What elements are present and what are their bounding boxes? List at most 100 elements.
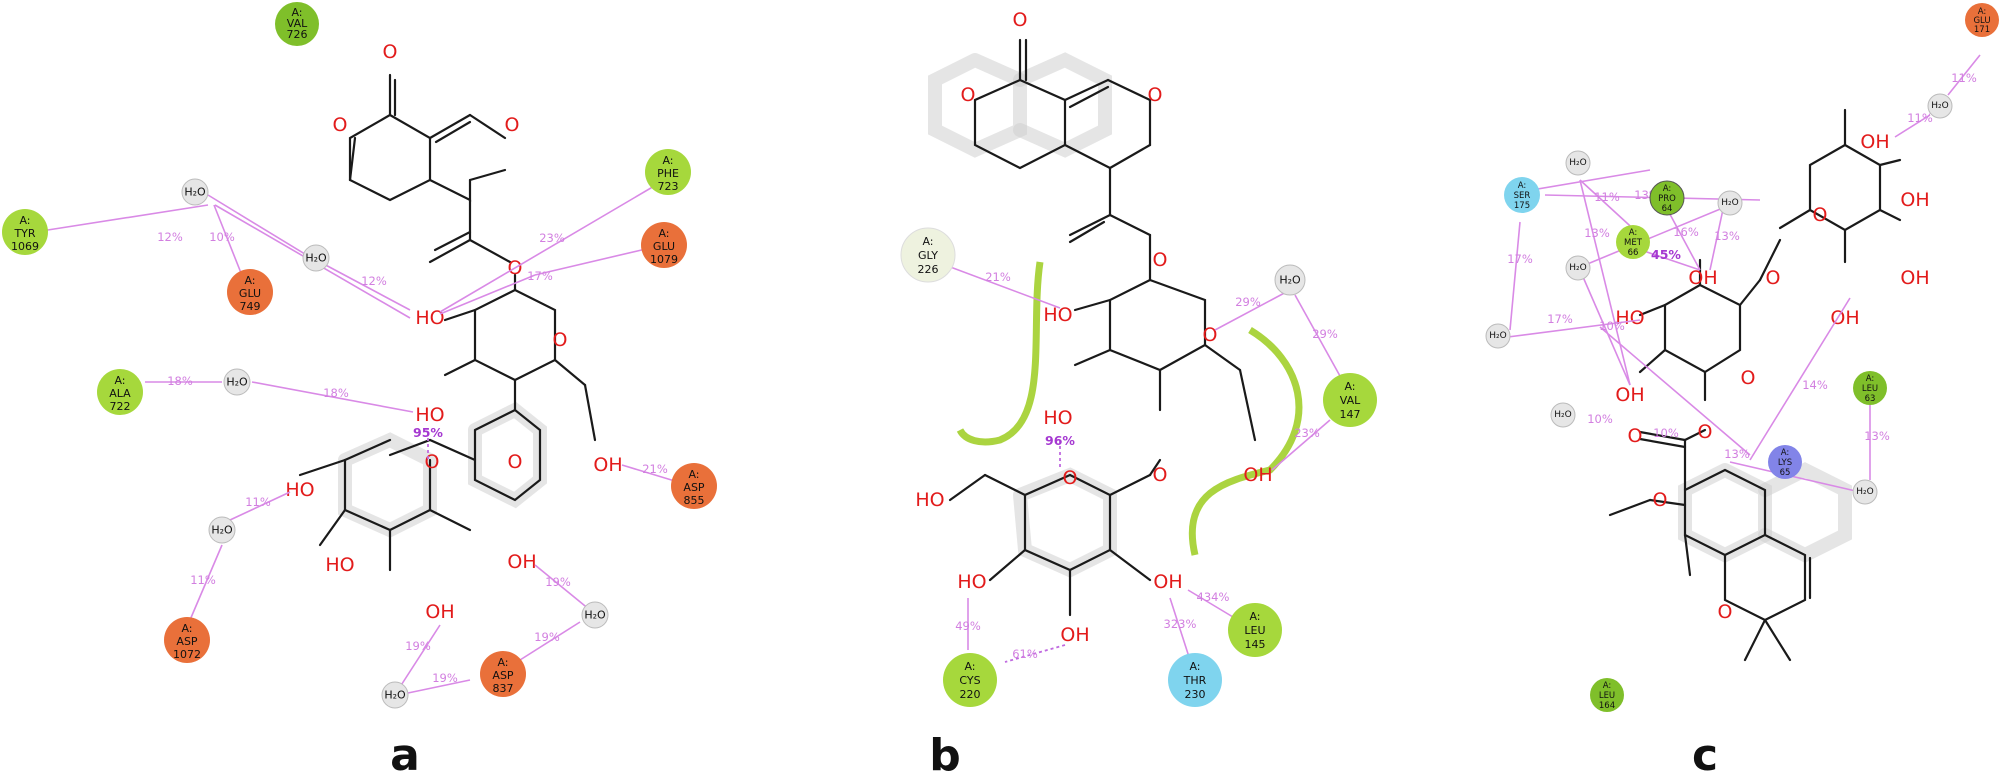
atom-o: O [1698,421,1713,443]
svg-text:A:: A: [19,214,30,227]
svg-text:A:: A: [1518,181,1527,191]
svg-text:MET: MET [1624,238,1643,248]
atom-o: O [505,114,520,136]
water-molecule [381,681,409,709]
percent-label: 10% [209,230,235,244]
atom-o: O [1653,489,1668,511]
water-molecule [1550,402,1576,428]
svg-text:175: 175 [1514,201,1530,211]
atom-ho: HO [415,404,444,426]
percent-label: 11% [1594,190,1620,204]
svg-text:837: 837 [493,682,514,695]
svg-text:ASP: ASP [492,669,514,682]
atom-ho: HO [1043,407,1072,429]
svg-text:LYS: LYS [1778,458,1792,468]
residue-pro-64: A: PRO 64 [1649,180,1685,216]
svg-text:A:: A: [181,622,192,635]
atom-o: O [1628,425,1643,447]
atom-o: O [961,84,976,106]
svg-text:THR: THR [1183,674,1207,687]
svg-text:A:: A: [1344,380,1355,393]
svg-text:PHE: PHE [657,167,679,180]
residue-glu-749: A: GLU 749 [227,269,273,315]
percent-label: 18% [323,386,349,400]
atom-ho: HO [415,307,444,329]
atom-oh: OH [1153,571,1182,593]
percent-label: 12% [361,274,387,288]
residue-leu-63: A: LEU 63 [1853,371,1887,405]
svg-text:H₂O: H₂O [1856,487,1873,497]
svg-text:H₂O: H₂O [1569,263,1586,273]
percent-label: 10% [1587,412,1613,426]
percent-label: 13% [1584,226,1610,240]
svg-text:LEU: LEU [1599,691,1615,701]
residues-b: A: GLY 226 A: VAL 147 A: LEU 145 A: THR … [900,227,1377,707]
residue-ala-722: A: ALA 722 [97,369,143,415]
svg-text:A:: A: [1249,610,1260,623]
residue-ser-175: A: SER 175 [1504,177,1540,213]
water-molecule [223,368,251,396]
svg-text:A:: A: [497,656,508,669]
svg-text:VAL: VAL [287,17,308,30]
svg-text:VAL: VAL [1340,394,1361,407]
panel-b: O O O O HO O HO O O OH HO HO OH OH 21% 2… [900,9,1377,781]
percent-label: 11% [1907,111,1933,125]
interactions-b [944,264,1346,663]
percent-label: 16% [1673,225,1699,239]
percent-label: 17% [1507,252,1533,266]
water-molecule [1852,479,1878,505]
ligand-a-structure [298,73,597,572]
residues-c: A: GLU 171 A: SER 175 A: PRO 64 A: MET 6… [1504,3,1999,712]
svg-text:A:: A: [688,468,699,481]
pocket-surface-curve [956,261,1044,446]
percent-label: 17% [527,269,553,283]
ligand-b-structure [948,38,1257,617]
atom-o: O [1741,367,1756,389]
ligand-c-atoms: OH OH O OH OH O OH HO O OH O O O O [1615,131,1929,623]
svg-text:H₂O: H₂O [1721,198,1738,208]
svg-text:CYS: CYS [959,674,980,687]
residue-asp-837: A: ASP 837 [480,651,526,697]
svg-text:H₂O: H₂O [184,186,206,199]
svg-text:145: 145 [1245,638,1266,651]
atom-o: O [1153,249,1168,271]
residue-tyr-1069: A: TYR 1069 [2,209,48,255]
water-molecule [1565,255,1591,281]
water-molecule [1927,93,1953,119]
svg-text:LEU: LEU [1244,624,1265,637]
svg-text:855: 855 [684,494,705,507]
svg-text:A:: A: [964,660,975,673]
svg-text:H₂O: H₂O [1554,410,1571,420]
atom-ho: HO [325,554,354,576]
water-molecule [1274,264,1306,296]
waters-c: H₂O H₂O H₂O H₂O H₂O H₂O H₂O [1485,93,1953,505]
water-molecule [302,244,330,272]
svg-text:A:: A: [658,227,669,240]
svg-text:H₂O: H₂O [226,376,248,389]
svg-text:230: 230 [1185,688,1206,701]
residue-asp-855: A: ASP 855 [671,463,717,509]
water-molecule [1565,150,1591,176]
residue-val-147: A: VAL 147 [1323,373,1377,427]
svg-text:GLU: GLU [239,287,261,300]
svg-text:722: 722 [110,400,131,413]
residue-leu-145: A: LEU 145 [1228,603,1282,657]
atom-o: O [1203,324,1218,346]
ligand-c-structure [1608,108,1902,662]
percent-label: 45% [1651,247,1681,262]
svg-text:164: 164 [1599,701,1615,711]
svg-text:A:: A: [291,6,302,19]
svg-text:726: 726 [287,28,308,41]
svg-text:GLU: GLU [1973,16,1990,26]
svg-text:749: 749 [240,300,261,313]
atom-oh: OH [507,551,536,573]
svg-text:ASP: ASP [176,635,198,648]
water-molecule [181,178,209,206]
water-molecule [1717,190,1743,216]
percent-label: 23% [539,231,565,245]
atom-ho: HO [1615,307,1644,329]
percent-label: 13% [1714,229,1740,243]
svg-text:H₂O: H₂O [1931,101,1948,111]
waters-a: H₂O H₂O H₂O H₂O H₂O H₂O [181,178,609,709]
atom-ho: HO [915,489,944,511]
